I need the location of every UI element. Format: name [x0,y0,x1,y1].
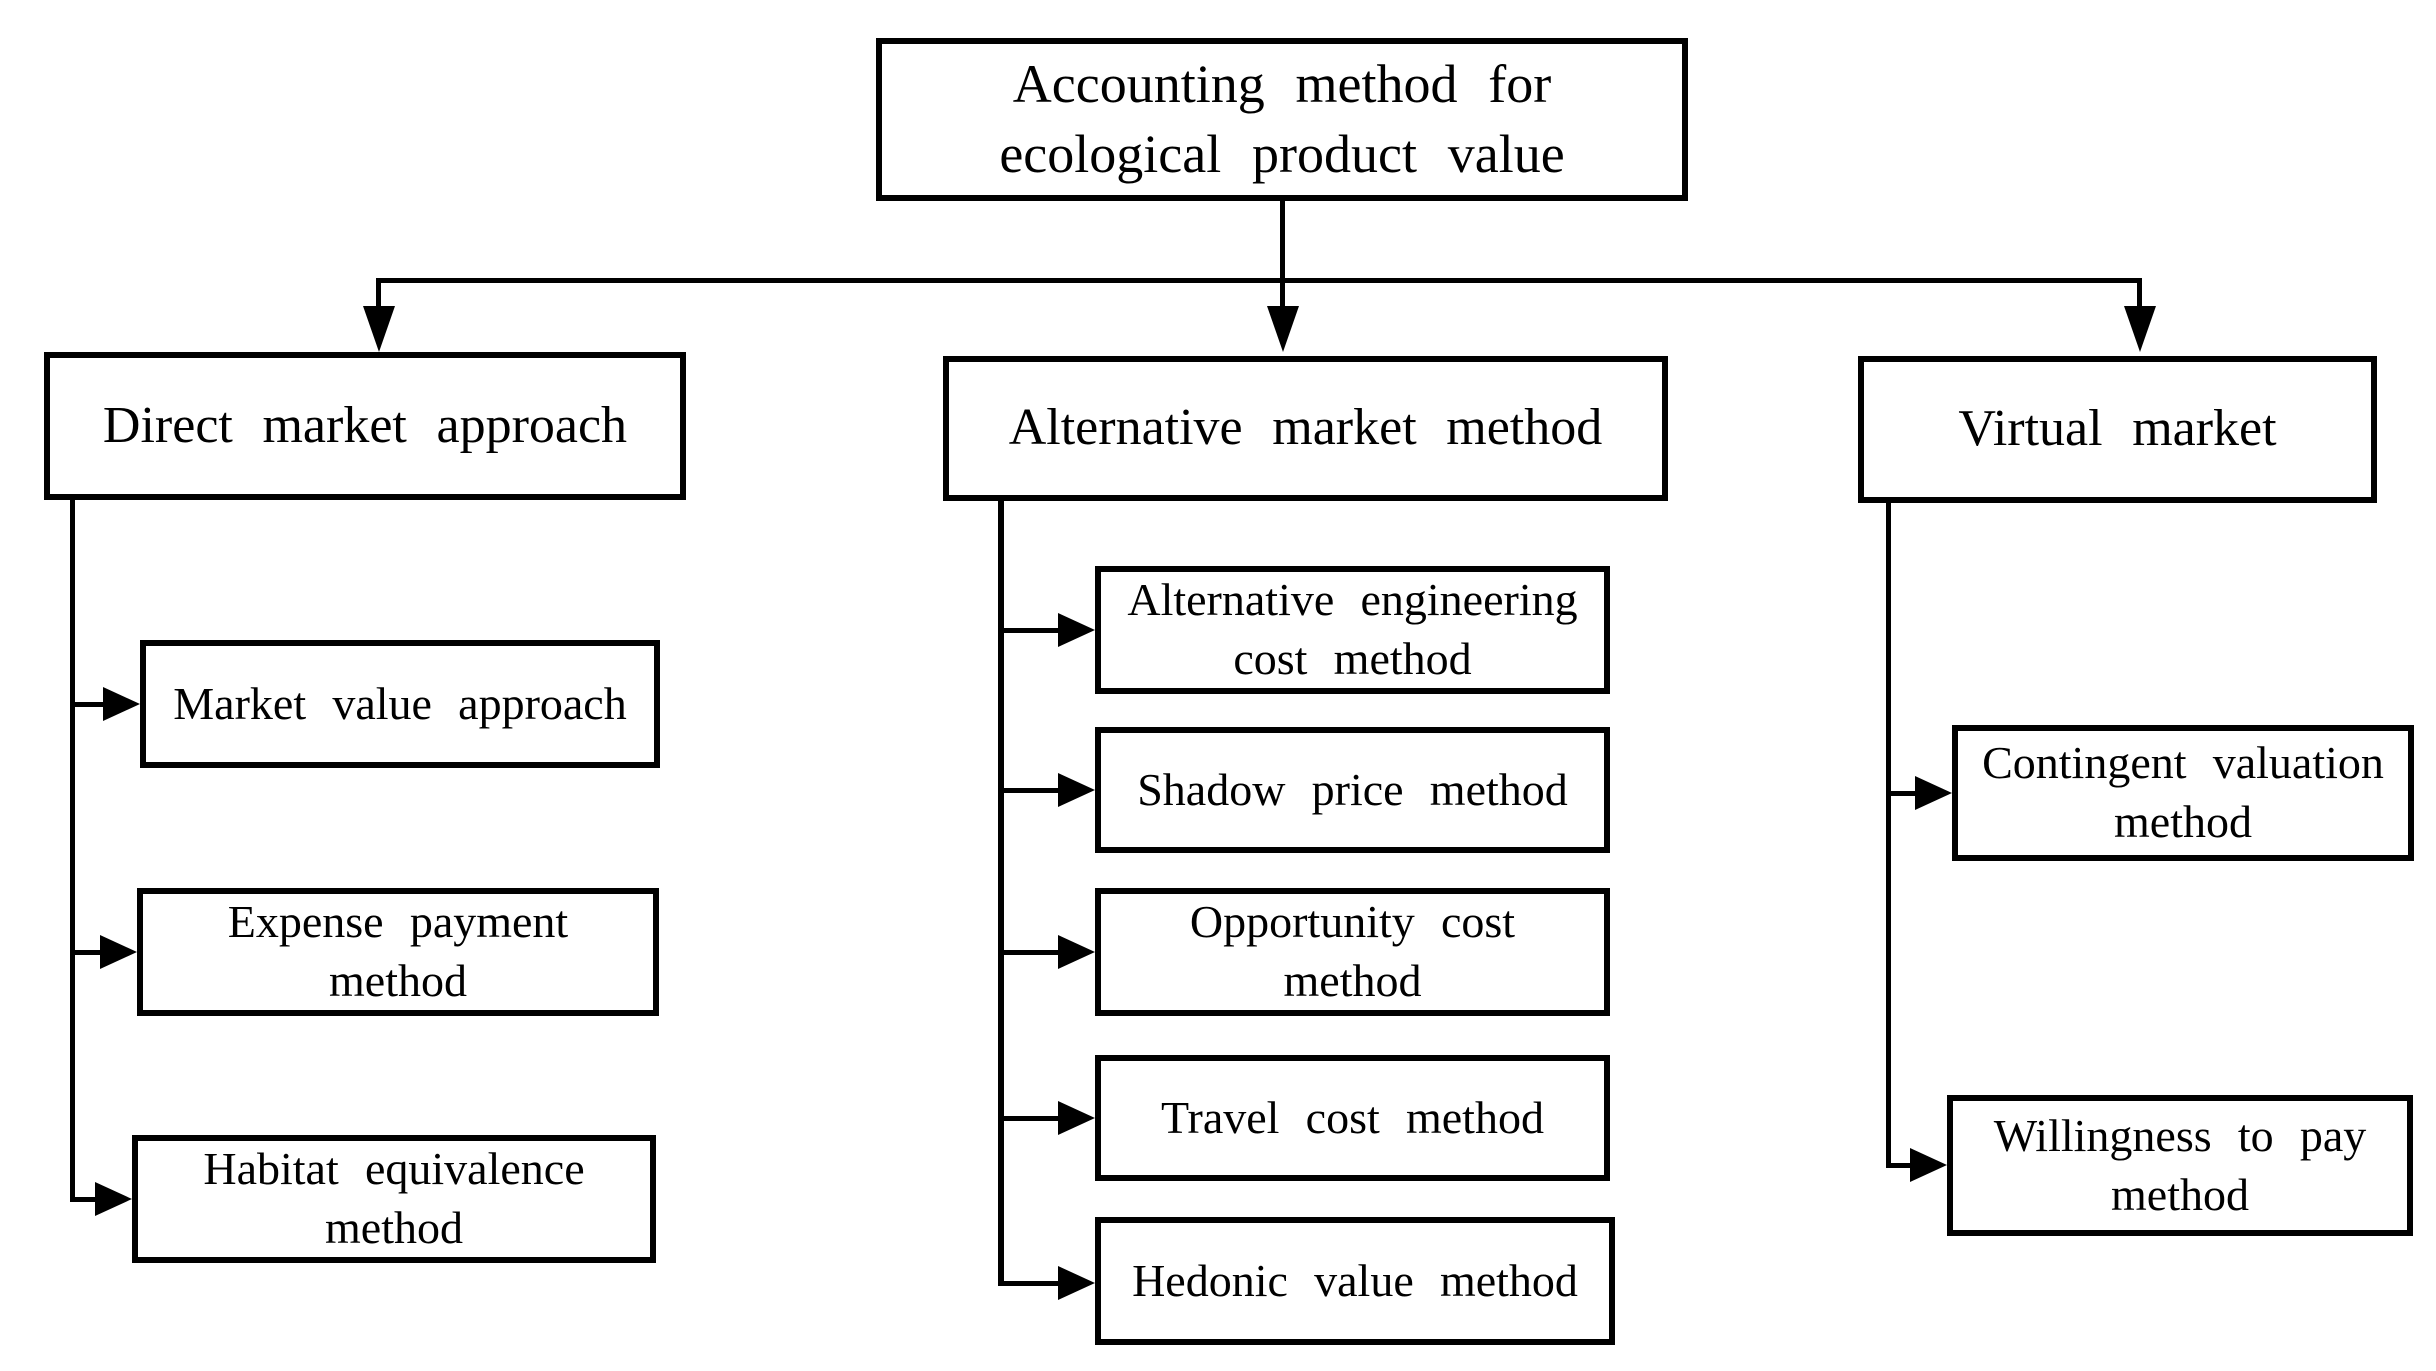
arrowhead-into-direct-market [363,306,395,352]
connector-branch-shadow-price [998,788,1068,793]
connector-spine-alternative [998,501,1004,1285]
node-travel-cost-method: Travel cost method [1095,1055,1610,1181]
connector-branch-habitat-equivalence [70,1197,108,1202]
connector-drop-alternative [1280,278,1285,310]
connector-drop-direct [376,278,381,310]
connector-spine-direct [70,500,75,1202]
arrowhead-into-expense-payment [100,935,137,969]
node-shadow-price-method: Shadow price method [1095,727,1610,853]
node-virtual-market: Virtual market [1858,356,2377,503]
connector-branch-alt-engineering [998,628,1068,633]
connector-branch-contingent-valuation [1886,791,1921,796]
node-habitat-equivalence-method: Habitat equivalence method [132,1135,656,1263]
node-alternative-market-method: Alternative market method [943,356,1668,501]
node-willingness-to-pay-method: Willingness to pay method [1947,1095,2413,1236]
connector-branch-hedonic-value [998,1281,1068,1286]
connector-drop-virtual [2137,278,2142,310]
node-expense-payment-method: Expense payment method [137,888,659,1016]
node-alternative-engineering-cost-method: Alternative engineering cost method [1095,566,1610,694]
connector-branch-travel-cost [998,1116,1068,1121]
connector-main-horizontal [376,278,2142,283]
arrowhead-into-habitat-equivalence [95,1182,132,1216]
connector-branch-market-value [70,702,115,707]
node-market-value-approach: Market value approach [140,640,660,768]
connector-spine-virtual [1886,503,1891,1167]
node-opportunity-cost-method: Opportunity cost method [1095,888,1610,1016]
connector-branch-expense-payment [70,950,112,955]
connector-branch-willingness-to-pay [1886,1163,1916,1168]
arrowhead-into-market-value [103,687,140,721]
arrowhead-into-virtual-market [2124,306,2156,352]
arrowhead-into-shadow-price [1058,773,1095,807]
arrowhead-into-hedonic-value [1058,1266,1095,1300]
node-hedonic-value-method: Hedonic value method [1095,1217,1615,1345]
node-direct-market-approach: Direct market approach [44,352,686,500]
connector-branch-opportunity-cost [998,950,1068,955]
node-contingent-valuation-method: Contingent valuation method [1952,725,2414,861]
arrowhead-into-willingness-to-pay [1910,1148,1947,1182]
arrowhead-into-opportunity-cost [1058,935,1095,969]
arrowhead-into-alt-engineering [1058,613,1095,647]
arrowhead-into-travel-cost [1058,1101,1095,1135]
arrowhead-into-contingent-valuation [1915,776,1952,810]
arrowhead-into-alternative-market [1267,306,1299,352]
connector-root-stem [1280,201,1285,280]
node-root-accounting-method: Accounting method for ecological product… [876,38,1688,201]
